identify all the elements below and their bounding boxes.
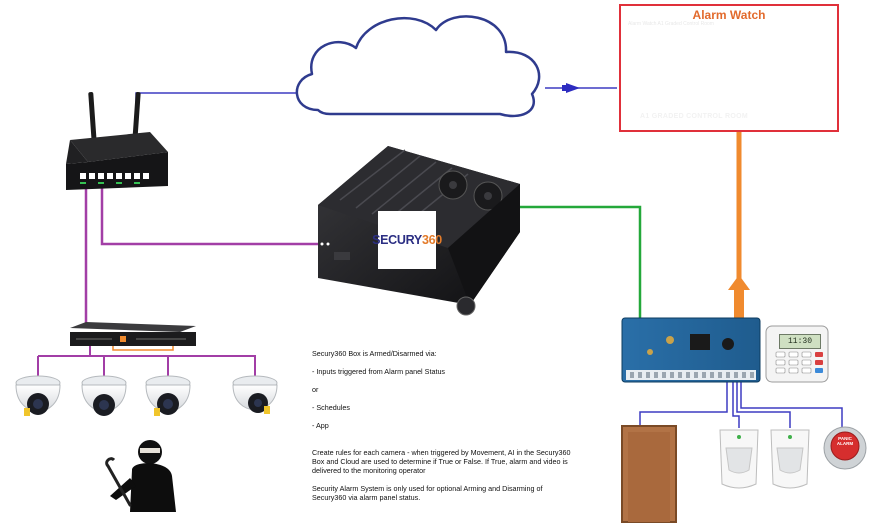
router-icon: [66, 91, 168, 190]
secury360-logo-text: SECURY: [372, 233, 422, 247]
control-room-image: Alarm Watch A1 Graded Control Room A1 GR…: [626, 21, 832, 127]
control-room-caption: A1 GRADED CONTROL ROOM: [640, 113, 748, 120]
description-paragraph-3: Security Alarm System is only used for o…: [312, 484, 543, 502]
dome-camera-2-icon: [81, 375, 127, 416]
cloud-icon: [295, 15, 541, 118]
description-line: Secury360 Box is Armed/Disarmed via:: [312, 349, 437, 358]
orange-up-arrow: [728, 275, 750, 290]
panic-label-line-1: PANIC: [838, 436, 852, 441]
dome-camera-4-icon: [232, 375, 278, 414]
description-text-block: Secury360 Box is Armed/Disarmed via: - I…: [312, 340, 572, 511]
panic-button-label: PANIC ALARM: [826, 436, 864, 446]
nvr-recorder-icon: [70, 322, 196, 346]
secury360-logo-number: 360: [421, 233, 442, 247]
description-line: or: [312, 385, 319, 394]
burglar-icon: [105, 440, 176, 512]
connection-lines: [37, 83, 843, 428]
cloud-arrow: [566, 83, 580, 93]
pir-sensor-1-icon: [719, 429, 759, 489]
description-paragraph-2: Create rules for each camera - when trig…: [312, 448, 571, 475]
dome-camera-1-icon: [15, 375, 61, 416]
pir-sensor-2-icon: [770, 429, 810, 489]
panic-label-line-2: ALARM: [836, 441, 854, 446]
description-line: - Schedules: [312, 403, 350, 412]
box-to-panel-link: [520, 205, 642, 320]
alarm-watch-monitor: Alarm Watch Alarm Watch A1 Graded Contro…: [619, 4, 839, 132]
door-icon: [621, 425, 677, 523]
panic-button-icon: [823, 426, 867, 470]
description-paragraph-1: Secury360 Box is Armed/Disarmed via: - I…: [312, 340, 572, 439]
description-line: - Inputs triggered from Alarm panel Stat…: [312, 367, 446, 376]
control-room-header-text: Alarm Watch A1 Graded Control Room: [628, 21, 714, 27]
router-to-cloud-link: [135, 92, 300, 130]
keypad-display: 11:30: [779, 334, 821, 349]
description-line: - App: [312, 421, 329, 430]
camera-bus-link: [89, 338, 256, 378]
dome-camera-3-icon: [145, 375, 191, 416]
alarm-panel-board-icon: [621, 317, 761, 383]
router-to-box-link: [100, 188, 318, 246]
alarm-watch-title: Alarm Watch: [692, 8, 766, 22]
